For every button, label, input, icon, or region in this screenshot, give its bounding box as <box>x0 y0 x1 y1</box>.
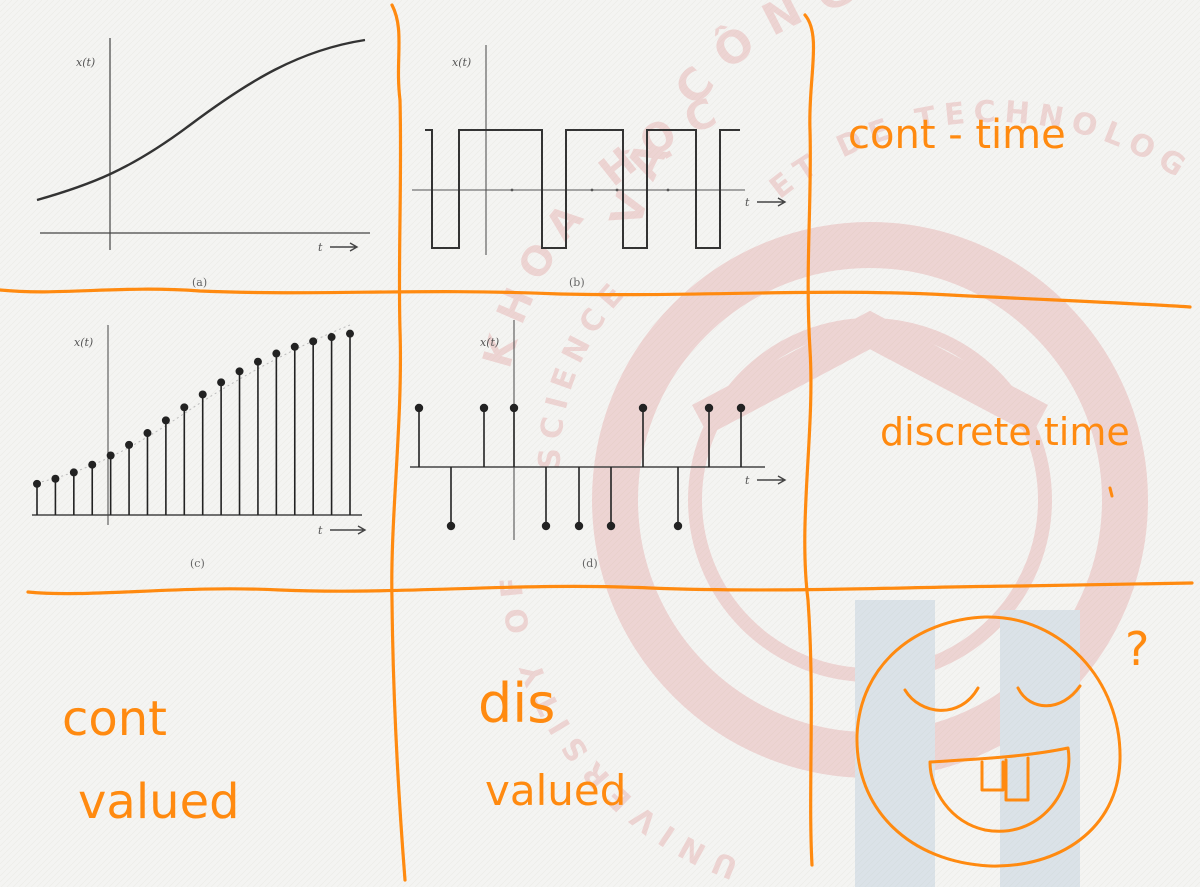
plot-d-sample-dot <box>638 403 648 413</box>
plot-b-xlabel: t <box>745 196 750 209</box>
seal-inner-ring <box>688 318 1052 682</box>
plot-a-caption: (a) <box>192 276 207 289</box>
plot-c-sample-dot <box>272 349 281 358</box>
label-dis: dis <box>478 672 555 735</box>
plot-b-axis-dot <box>510 188 514 192</box>
plot-a-ylabel: x(t) <box>76 56 95 69</box>
plot-b-axis-dot <box>666 188 670 192</box>
plot-c-sample-dot <box>125 440 134 449</box>
plot-c-sample-dot <box>106 451 115 460</box>
plot-a-xlabel: t <box>318 241 323 254</box>
smiley-tooth-right <box>1004 756 1030 802</box>
plot-d-stems <box>414 403 746 531</box>
label-question: ? <box>1125 622 1149 676</box>
handwritten-annotations: cont - time discrete.time cont valued di… <box>62 112 1149 830</box>
smiley-head <box>855 615 1122 868</box>
seal-blue-bar <box>855 600 935 887</box>
plot-c-ylabel: x(t) <box>74 336 93 349</box>
plot-c-sample-dot <box>161 416 170 425</box>
plot-b-axis-dot <box>590 188 594 192</box>
plot-c-sample-dot <box>69 468 78 477</box>
plot-d-arrow-icon <box>757 475 787 485</box>
plot-d-sample-dot <box>736 403 746 413</box>
plot-c-sample-dot <box>51 474 60 483</box>
label-discrete-time: discrete.time <box>880 410 1130 454</box>
plot-b-square-wave: x(t) t (b) <box>412 45 787 289</box>
plot-d-sample-dot <box>479 403 489 413</box>
plot-b-caption: (b) <box>569 276 585 289</box>
plot-d-sample-dot <box>704 403 714 413</box>
plot-d-sample-dot <box>606 521 616 531</box>
seal-roof-shape <box>692 310 1048 436</box>
plot-c-sample-dot <box>327 333 336 342</box>
vertical-line-right <box>803 13 816 867</box>
smiley-face-doodle <box>855 615 1122 868</box>
plot-b-axis-dot <box>615 188 619 192</box>
label-cont-time: cont - time <box>848 112 1066 158</box>
horizontal-line-bottom <box>26 581 1194 596</box>
plot-c-sample-dot <box>217 378 226 387</box>
plot-a-signal-curve <box>36 38 366 202</box>
plot-d-xlabel: t <box>745 474 750 487</box>
plot-c-sample-dot <box>198 390 207 399</box>
plot-c-sample-dot <box>180 403 189 412</box>
handwritten-grid <box>0 3 1194 882</box>
plot-b-arrow-icon <box>757 197 787 207</box>
plot-c-sample-dot <box>253 357 262 366</box>
plot-d-caption: (d) <box>582 557 598 570</box>
plot-c-envelope <box>36 324 351 484</box>
plot-d-sample-dot <box>574 521 584 531</box>
plot-c-stems <box>33 329 354 515</box>
plot-d-binary-samples: x(t) t (d) <box>410 320 787 570</box>
plot-a-continuous-signal: x(t) t (a) <box>36 38 370 289</box>
plot-c-xlabel: t <box>318 524 323 537</box>
plot-c-sample-dot <box>235 367 244 376</box>
plot-c-caption: (c) <box>190 557 205 570</box>
plot-d-sample-dot <box>673 521 683 531</box>
seal-outer-ring <box>592 222 1148 778</box>
plot-d-sample-dot <box>414 403 424 413</box>
plot-c-sample-dot <box>33 479 41 488</box>
plot-a-arrow-icon <box>330 242 359 252</box>
plot-c-arrow-icon <box>330 525 367 535</box>
horizontal-line-top <box>0 287 1192 309</box>
plot-b-signal <box>425 129 740 249</box>
plot-d-sample-dot <box>509 403 519 413</box>
plot-c-sample-dot <box>143 429 152 438</box>
smiley-right-eye <box>1016 684 1082 708</box>
vertical-line-left <box>390 3 407 882</box>
smiley-mouth <box>928 746 1071 833</box>
plot-d-sample-dot <box>541 521 551 531</box>
plot-d-sample-dot <box>446 521 456 531</box>
smiley-left-eye <box>903 686 980 712</box>
plot-c-sample-dot <box>309 337 318 346</box>
plot-c-sample-dot <box>290 342 299 351</box>
label-cont-valued: valued <box>78 774 240 830</box>
ink-tick-mark <box>1108 486 1114 498</box>
plot-d-ylabel: x(t) <box>480 336 499 349</box>
label-dis-valued: valued <box>485 766 626 815</box>
label-cont: cont <box>62 691 167 747</box>
plot-c-sampled-signal: x(t) t (c) <box>32 324 367 570</box>
smiley-tooth-left <box>980 760 1005 792</box>
plot-b-ylabel: x(t) <box>452 56 471 69</box>
plot-c-sample-dot <box>88 460 97 469</box>
plot-c-sample-dot <box>346 329 354 338</box>
